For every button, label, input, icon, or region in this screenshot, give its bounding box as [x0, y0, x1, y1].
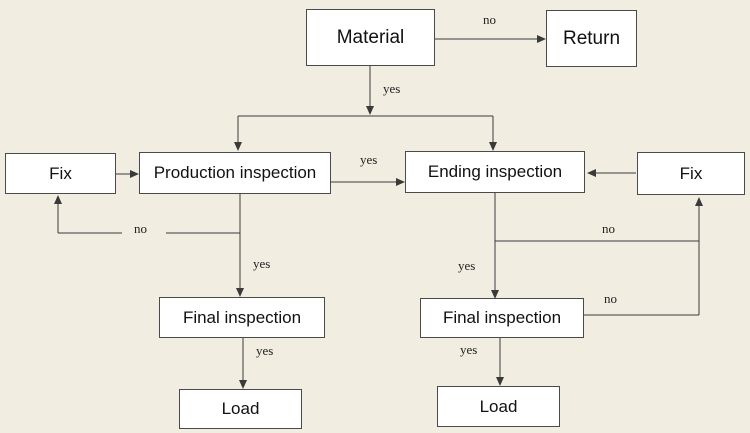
node-return: Return	[546, 10, 637, 67]
node-ending-inspection: Ending inspection	[405, 151, 585, 193]
node-final-inspection-left: Final inspection	[159, 297, 325, 338]
label-production-fix: no	[134, 221, 147, 236]
label-material-return: no	[483, 12, 496, 27]
label-production-ending: yes	[360, 152, 378, 167]
label-final-left-load: yes	[256, 343, 274, 358]
label-final-right-load: yes	[460, 342, 478, 357]
node-load-right: Load	[437, 386, 560, 427]
node-fix-right: Fix	[637, 152, 745, 195]
node-material: Material	[306, 9, 435, 66]
node-fix-left: Fix	[5, 153, 116, 194]
node-production-inspection: Production inspection	[139, 152, 331, 194]
label-material-down: yes	[383, 81, 401, 96]
label-production-final: yes	[253, 256, 271, 271]
node-final-inspection-right: Final inspection	[420, 298, 584, 338]
label-ending-final: yes	[458, 258, 476, 273]
node-load-left: Load	[179, 389, 302, 429]
label-ending-fix: no	[602, 221, 615, 236]
label-final-right-fix: no	[604, 291, 617, 306]
